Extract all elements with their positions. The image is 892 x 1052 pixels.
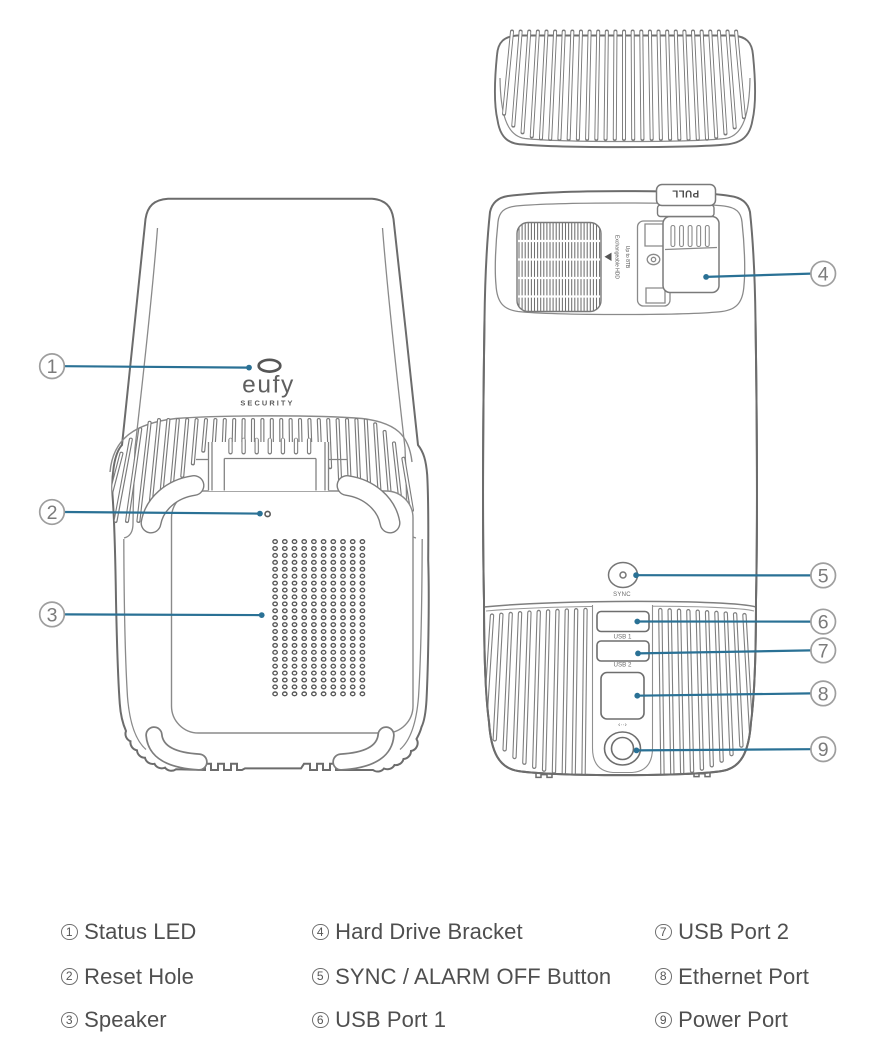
svg-text:Exchangeable HDD: Exchangeable HDD: [614, 235, 620, 279]
svg-text:SYNC: SYNC: [613, 592, 631, 598]
svg-text:Up to 8TB: Up to 8TB: [624, 246, 630, 269]
svg-text:SECURITY: SECURITY: [240, 399, 294, 408]
svg-text:USB 2: USB 2: [614, 662, 632, 669]
svg-text:8: 8: [818, 683, 829, 705]
svg-text:PULL: PULL: [672, 188, 699, 199]
svg-text:5: 5: [818, 565, 829, 587]
svg-text:9: 9: [818, 739, 829, 761]
svg-text:6: 6: [818, 612, 829, 634]
svg-text:1: 1: [47, 356, 58, 378]
svg-text:‹··›: ‹··›: [618, 722, 627, 729]
svg-text:USB 1: USB 1: [614, 634, 632, 641]
svg-text:7: 7: [818, 640, 829, 662]
svg-text:eufy: eufy: [242, 372, 295, 399]
svg-text:4: 4: [818, 264, 829, 286]
svg-text:3: 3: [47, 604, 58, 626]
svg-text:2: 2: [47, 502, 58, 524]
